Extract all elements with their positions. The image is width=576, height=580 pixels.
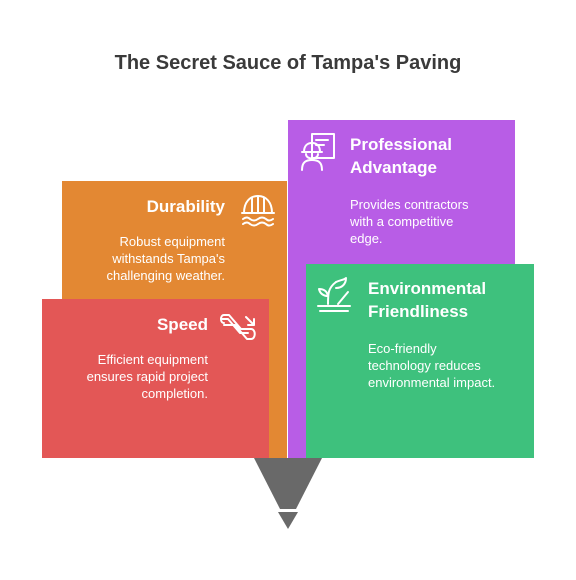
durability-desc-line-2: withstands Tampa's [112, 251, 225, 266]
durability-desc-line-3: challenging weather. [106, 268, 225, 283]
worker-blueprint-icon [298, 130, 338, 179]
professional-title-line-1: Professional [350, 135, 453, 154]
environmental-title-line-1: Environmental [368, 279, 487, 298]
funnel-upper-segment [254, 458, 322, 509]
environmental-desc-line-1: Eco-friendly [368, 341, 437, 356]
environmental-desc-line-2: technology reduces [368, 358, 481, 373]
speed-card: Speed Efficient equipment ensures rapid … [42, 299, 269, 458]
plant-sprout-icon [314, 274, 354, 319]
professional-desc-line-2: with a competitive [350, 214, 454, 229]
funnel-lower-segment [278, 512, 298, 529]
environmental-desc-line-3: environmental impact. [368, 375, 496, 390]
professional-desc-line-3: edge. [350, 231, 383, 246]
professional-title-line-2: Advantage [350, 158, 437, 177]
helmet-icon [238, 189, 278, 234]
speed-desc-line-1: Efficient equipment [97, 352, 208, 367]
environmental-friendliness-card: Environmental Friendliness Eco-friendly … [306, 264, 534, 458]
durability-description: Robust equipment withstands Tampa's chal… [106, 233, 225, 284]
diagram-title: The Secret Sauce of Tampa's Paving [114, 52, 462, 74]
environmental-description: Eco-friendly technology reduces environm… [368, 340, 495, 391]
professional-desc-line-1: Provides contractors [350, 197, 469, 212]
professional-title: Professional Advantage [350, 133, 452, 179]
professional-description: Provides contractors with a competitive … [350, 196, 469, 247]
durability-title: Durability [146, 197, 225, 216]
environmental-title: Environmental Friendliness [368, 277, 486, 323]
speed-desc-line-3: completion. [141, 386, 208, 401]
environmental-title-line-2: Friendliness [368, 302, 469, 321]
durability-desc-line-1: Robust equipment [119, 234, 225, 249]
speed-desc-line-2: ensures rapid project [86, 369, 208, 384]
escalator-icon [218, 311, 260, 352]
speed-title: Speed [156, 315, 208, 334]
speed-description: Efficient equipment ensures rapid projec… [87, 351, 208, 402]
